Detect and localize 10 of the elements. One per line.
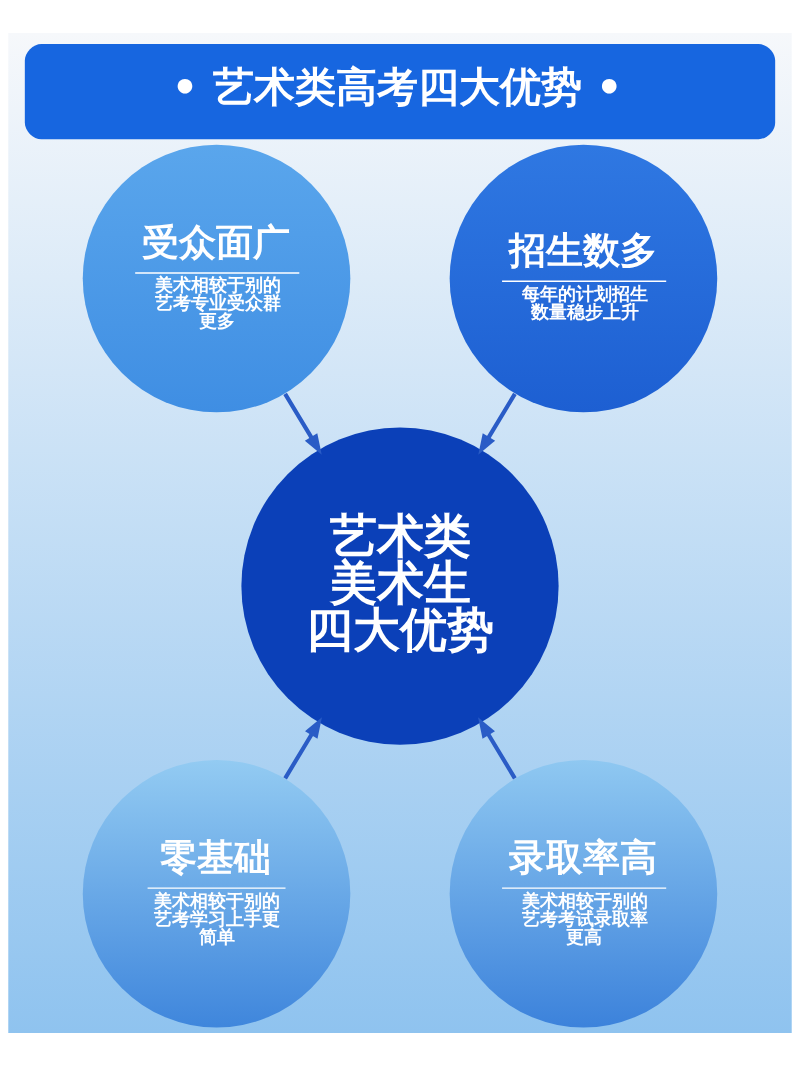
arrow	[478, 716, 517, 779]
diagram-title: • 艺术类高考四大优势 •	[171, 62, 623, 111]
arrow	[478, 392, 517, 455]
node-circle: 受众面广 美术相较于别的艺考专业受众群更多	[82, 144, 351, 412]
node-circle: 录取率高 美术相较于别的艺考考试录取率更高	[449, 759, 718, 1027]
node-circle: 艺术类美术生四大优势	[241, 427, 559, 745]
arrow	[283, 392, 322, 455]
node-circle: 招生数多 每年的计划招生数量稳步上升	[449, 144, 718, 412]
node-circle: 零基础 美术相较于别的艺考学习上手更简单	[82, 759, 351, 1027]
arrow	[283, 716, 322, 779]
